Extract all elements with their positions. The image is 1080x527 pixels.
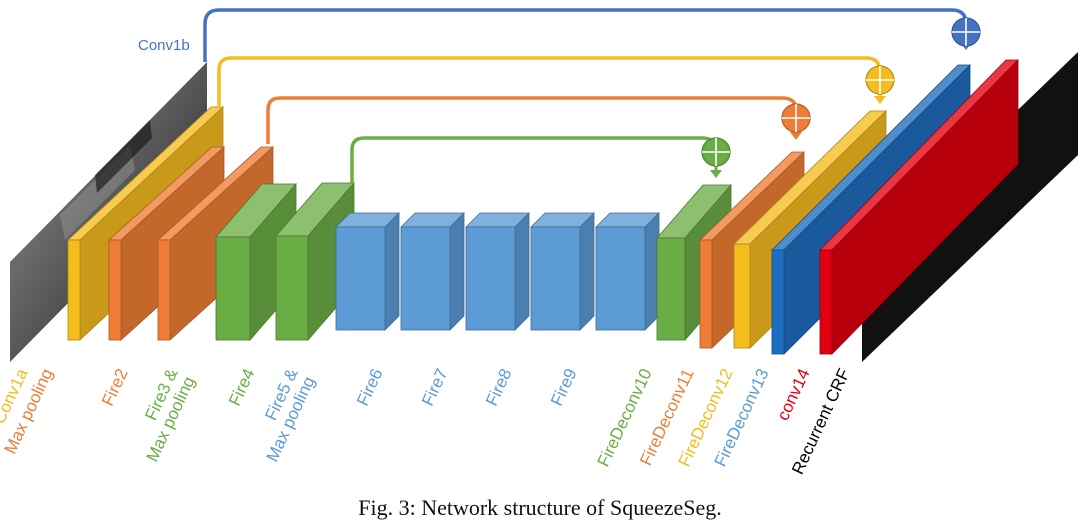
layer-label-fire9: Fire9 <box>547 366 581 409</box>
layer-label-conv14: conv14 <box>773 366 813 424</box>
skip-connection-4 <box>350 136 731 184</box>
layer-label-fire2: Fire2 <box>98 366 132 409</box>
plus-circle-icon <box>701 137 731 167</box>
fire3-block <box>215 182 297 342</box>
figure-caption: Fig. 3: Network structure of SqueezeSeg. <box>358 495 722 520</box>
fire6-block <box>335 212 400 331</box>
layer-label-fire4: Fire4 <box>225 366 259 409</box>
fire5-pool-block <box>595 212 660 331</box>
plus-circle-icon <box>781 103 811 133</box>
layer-label-fire7: Fire7 <box>418 366 452 409</box>
conv1b-label: Conv1b <box>138 37 190 54</box>
layer-label-fire6: Fire6 <box>353 366 387 409</box>
fire9-block <box>530 212 595 331</box>
layer-label-fire5: Fire5 &Max pooling <box>246 365 319 465</box>
layer-label-fire3: Fire3 &Max pooling <box>126 365 199 465</box>
plus-circle-icon <box>951 17 981 47</box>
skip-connection-1 <box>203 8 981 62</box>
skip-connection-3 <box>266 96 811 144</box>
conv14-block <box>819 59 1019 355</box>
skip-connection-2 <box>217 56 895 108</box>
plus-circle-icon <box>865 65 895 95</box>
fire7-block <box>400 212 465 331</box>
layer-label-fire8: Fire8 <box>482 366 516 409</box>
fire8-block <box>465 212 530 331</box>
